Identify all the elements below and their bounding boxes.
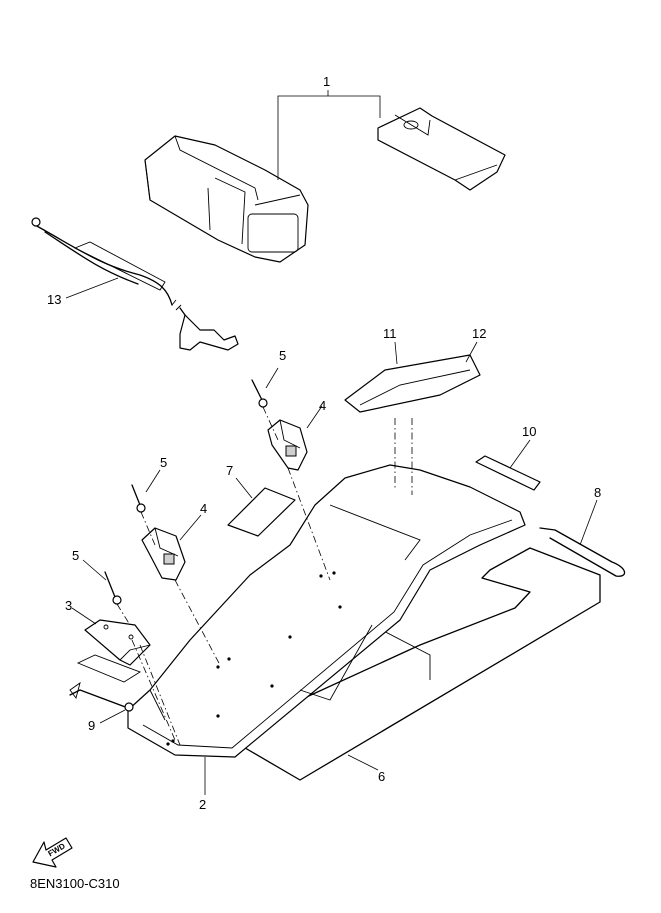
leader-6 [347,754,379,771]
callouts: 1 2 3 4 4 5 5 5 6 7 8 9 10 11 12 13 [47,74,601,812]
callout-7: 7 [226,463,233,478]
part-4-bracket-lower [141,514,221,666]
callout-3: 3 [65,598,72,613]
callout-10: 10 [522,424,536,439]
part-1-tool-kit [144,90,506,263]
callout-5-upper: 5 [279,348,286,363]
callout-9: 9 [88,718,95,733]
part-8-rod [539,499,626,577]
callout-1: 1 [323,74,330,89]
part-5-screw-lower [82,559,131,626]
part-3-plate [71,607,181,746]
callout-8: 8 [594,485,601,500]
part-5-screw-middle [131,469,161,546]
part-10-strip [475,439,541,491]
callout-11: 11 [383,326,397,341]
part-13-cable [31,217,239,351]
part-2-base-panel [127,464,526,758]
part-11-12-seat-strips [344,341,481,495]
callout-4-lower: 4 [200,501,207,516]
callout-6: 6 [378,769,385,784]
callout-5-lower: 5 [72,548,79,563]
callout-12: 12 [472,326,486,341]
callout-2: 2 [199,797,206,812]
part-7-label [227,477,296,537]
fwd-arrow-icon: FWD [32,837,73,868]
drawing-code: 8EN3100-C310 [30,876,120,891]
part-5-screw-upper [251,367,279,441]
part-4-bracket-upper [267,405,331,581]
part-9-pin [69,654,142,724]
callout-5-middle: 5 [160,455,167,470]
callout-4-upper: 4 [319,398,326,413]
callout-13: 13 [47,292,61,307]
